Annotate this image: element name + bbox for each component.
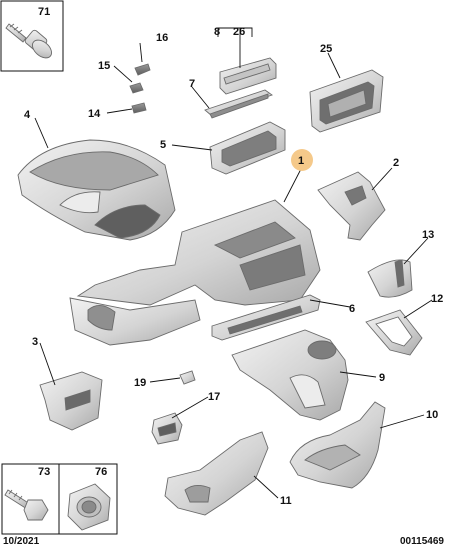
part-4-instrument-cover bbox=[17, 139, 176, 241]
clip-part-14 bbox=[131, 102, 147, 114]
callout-1: 1 bbox=[298, 155, 304, 167]
clip-part-16 bbox=[134, 63, 151, 76]
callout-7: 7 bbox=[189, 78, 195, 90]
part-1-dashboard bbox=[69, 199, 321, 346]
part-9-console-top bbox=[231, 329, 349, 421]
nut-part-76 bbox=[67, 483, 111, 531]
part-11-lower-panel bbox=[164, 431, 269, 516]
part-25-frame bbox=[309, 69, 384, 133]
callout-17: 17 bbox=[208, 391, 220, 403]
callout-8: 8 bbox=[214, 26, 220, 38]
clip-part-19 bbox=[179, 370, 196, 385]
part-12-ring-frame bbox=[365, 309, 423, 356]
callout-15: 15 bbox=[98, 60, 110, 72]
callout-labels: 1 2 3 4 5 6 7 8 9 10 11 12 13 14 15 16 1… bbox=[24, 26, 443, 507]
part-3-switch-panel bbox=[39, 371, 103, 431]
inset-box-71: 71 bbox=[0, 0, 64, 72]
callout-76: 76 bbox=[95, 466, 107, 478]
bolt-part-73 bbox=[4, 489, 49, 521]
callout-4: 4 bbox=[24, 109, 31, 121]
callout-11: 11 bbox=[280, 495, 292, 507]
part-5-bezel bbox=[209, 121, 286, 175]
callout-73: 73 bbox=[38, 466, 50, 478]
part-10-console-side bbox=[289, 401, 386, 489]
callout-25: 25 bbox=[320, 43, 332, 55]
part-2-side-panel bbox=[317, 171, 386, 241]
callout-10: 10 bbox=[426, 409, 438, 421]
callout-3: 3 bbox=[32, 336, 38, 348]
clip-part-15 bbox=[129, 82, 144, 94]
date-code: 10/2021 bbox=[3, 536, 40, 547]
callout-5: 5 bbox=[160, 139, 166, 151]
clip-part-17 bbox=[151, 412, 183, 445]
reference-number: 00115469 bbox=[400, 536, 444, 547]
callout-2: 2 bbox=[393, 157, 399, 169]
part-7-trim-strip bbox=[204, 89, 273, 119]
part-13-gear-boot bbox=[367, 259, 413, 298]
callout-14: 14 bbox=[88, 108, 101, 120]
callout-6: 6 bbox=[349, 303, 355, 315]
callout-19: 19 bbox=[134, 377, 146, 389]
part-8-26-trim-panel bbox=[219, 57, 277, 95]
callout-12: 12 bbox=[431, 293, 443, 305]
screw-part-71 bbox=[5, 23, 53, 59]
callout-9: 9 bbox=[379, 372, 385, 384]
part-6-vent-strip bbox=[211, 294, 321, 341]
leader-lines bbox=[34, 27, 433, 499]
inset-box-73-76: 73 76 bbox=[1, 463, 118, 535]
callout-1-highlight bbox=[291, 149, 313, 171]
callout-16: 16 bbox=[156, 32, 168, 44]
callout-13: 13 bbox=[422, 229, 434, 241]
callout-26: 26 bbox=[233, 26, 245, 38]
callout-71: 71 bbox=[38, 6, 50, 18]
